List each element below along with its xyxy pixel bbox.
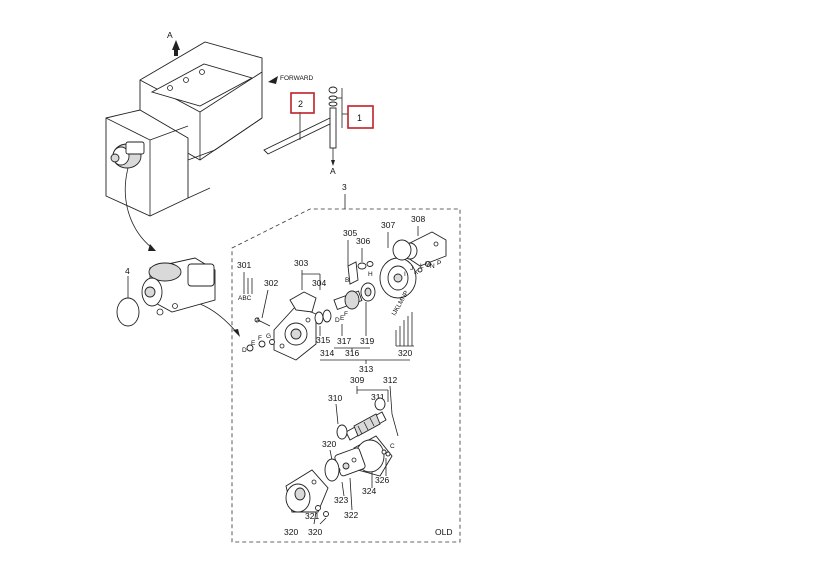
svg-text:G: G bbox=[266, 333, 271, 340]
part-310: 310 bbox=[328, 393, 342, 403]
letters-301: ABC bbox=[238, 295, 252, 302]
part-319: 320 bbox=[398, 348, 412, 358]
part-320-lower: 320 bbox=[284, 527, 298, 537]
view-label-a-top: A bbox=[167, 30, 173, 40]
part-320-upper: 320 bbox=[322, 439, 336, 449]
part-302: 302 bbox=[264, 278, 278, 288]
svg-text:H: H bbox=[368, 271, 373, 278]
svg-text:I: I bbox=[404, 271, 406, 278]
callout-2-label: 2 bbox=[298, 99, 303, 109]
lower-group-parts bbox=[285, 397, 399, 525]
part-323: 322 bbox=[344, 510, 358, 520]
part-307: 307 bbox=[381, 220, 395, 230]
svg-text:J: J bbox=[410, 265, 413, 272]
part-321: 320 bbox=[308, 527, 322, 537]
engine-block bbox=[105, 41, 263, 217]
svg-text:L: L bbox=[420, 263, 424, 270]
part-316: 316 bbox=[345, 348, 359, 358]
assembly-label-3: 3 bbox=[342, 182, 347, 192]
part-318: 319 bbox=[360, 336, 374, 346]
gasket-4: 4 bbox=[116, 266, 140, 327]
gasket-label-4: 4 bbox=[125, 266, 130, 276]
part-326: 326 bbox=[375, 475, 389, 485]
svg-text:E: E bbox=[251, 340, 256, 347]
part-306: 306 bbox=[356, 236, 370, 246]
part-301: 301 bbox=[237, 260, 251, 270]
lower-group-labels: 309 312 310 311 320 326 324 323 322 321 … bbox=[284, 375, 452, 537]
glow-plug-group: A bbox=[263, 86, 348, 176]
middle-labels: 315 317 319 314 316 IJKLMNP 320 313 bbox=[316, 290, 414, 374]
upper-group-labels: 301 ABC 302 303 304 305 306 307 308 bbox=[237, 214, 425, 319]
svg-text:N: N bbox=[430, 263, 435, 270]
svg-text:K: K bbox=[414, 269, 419, 276]
part-317: 317 bbox=[337, 336, 351, 346]
starter-motor-external bbox=[141, 257, 216, 316]
view-label-a-bottom: A bbox=[330, 166, 336, 176]
part-324: 323 bbox=[334, 495, 348, 505]
part-309: 309 bbox=[350, 375, 364, 385]
view-arrow-a-top: A bbox=[167, 30, 180, 56]
upper-group-letters: A D E F G D E F H B J K L M N P I bbox=[242, 260, 441, 354]
svg-text:D: D bbox=[335, 317, 340, 324]
part-308: 308 bbox=[411, 214, 425, 224]
part-315: 315 bbox=[316, 335, 330, 345]
svg-text:D: D bbox=[242, 347, 247, 354]
svg-text:M: M bbox=[425, 261, 430, 268]
part-305: 305 bbox=[343, 228, 357, 238]
part-312: 312 bbox=[383, 375, 397, 385]
callout-1[interactable]: 1 bbox=[347, 105, 374, 129]
callout-1-label: 1 bbox=[357, 113, 362, 123]
part-314: 314 bbox=[320, 348, 334, 358]
callout-2[interactable]: 2 bbox=[290, 92, 315, 114]
svg-text:B: B bbox=[345, 277, 349, 284]
part-322: 321 bbox=[305, 511, 319, 521]
part-304: 304 bbox=[312, 278, 326, 288]
part-325: 324 bbox=[362, 486, 376, 496]
part-311: 311 bbox=[371, 392, 385, 402]
svg-text:A: A bbox=[256, 317, 261, 324]
svg-text:F: F bbox=[258, 335, 262, 342]
forward-label: FORWARD bbox=[280, 75, 314, 82]
part-303: 303 bbox=[294, 258, 308, 268]
part-313: 313 bbox=[359, 364, 373, 374]
forward-indicator: FORWARD bbox=[268, 75, 314, 84]
upper-group-parts bbox=[246, 231, 447, 361]
svg-text:E: E bbox=[340, 315, 345, 322]
old-tag: OLD bbox=[435, 527, 452, 537]
svg-text:F: F bbox=[344, 311, 348, 318]
starter-on-block bbox=[110, 141, 145, 169]
svg-text:P: P bbox=[437, 260, 441, 267]
svg-text:C: C bbox=[390, 443, 395, 450]
exploded-frame bbox=[231, 208, 461, 543]
